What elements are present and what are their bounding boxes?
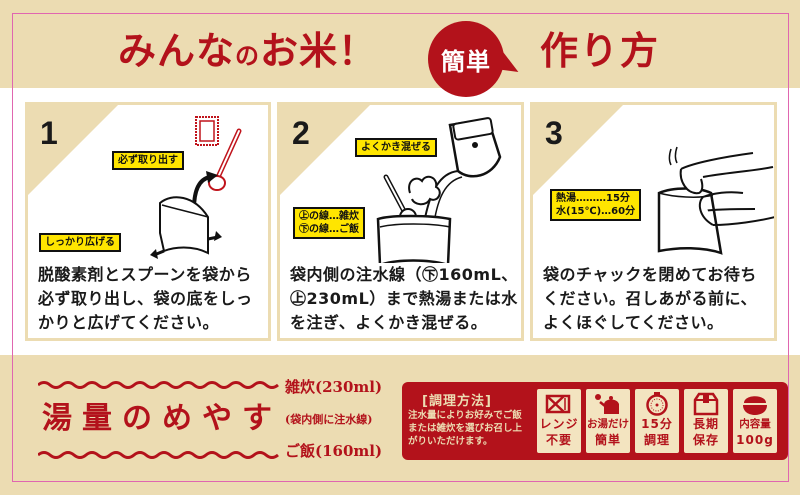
badge-line2: 不要 <box>545 433 572 447</box>
badge-content-weight: 内容量 100g <box>733 389 777 453</box>
badge-line1: レンジ <box>539 417 579 431</box>
step-card-3: 3 熱湯………15分 水(15℃)…60分 袋のチャックを閉めてお待ちください。… <box>530 102 777 341</box>
badge-line1: 内容量 <box>739 418 771 430</box>
label-spread: しっかり広げる <box>39 233 121 252</box>
porridge-amount: 雑炊(230ml) <box>285 378 383 396</box>
step-description: 脱酸素剤とスプーンを袋から必ず取り出し、袋の底をしっかりと広げてください。 <box>38 265 253 332</box>
step-description: 袋のチャックを閉めてお待ちください。召しあがる前に、よくほぐしてください。 <box>543 265 758 332</box>
water-line-note: (袋内側に注水線) <box>285 413 373 426</box>
pour-water-illustration <box>376 117 502 263</box>
label-lower-line: ㊦の線…ご飯 <box>299 224 359 235</box>
corner-triangle <box>28 105 118 195</box>
step-card-1: 1 必ず取り出す しっかり広げる 脱酸素剤とスプーンを袋から必ず取り出し、袋の底… <box>25 102 271 341</box>
badge-line1: 長期 <box>692 417 719 431</box>
wave-line-top <box>38 381 279 389</box>
badge-line1: お湯だけ <box>587 418 629 430</box>
cooking-method-panel: [調理方法] 注水量によりお好みでご飯または雑炊を選びお召し上がりいただけます。… <box>402 382 788 460</box>
badge-line2: 調理 <box>643 433 670 447</box>
badge-15min: 15分 調理 <box>635 389 679 453</box>
badge-line2: 保存 <box>692 433 719 447</box>
label-stir: よくかき混ぜる <box>355 138 437 157</box>
step-number: 1 <box>40 115 58 151</box>
label-upper-line: ㊤の線…雑炊 <box>299 211 359 222</box>
method-text: 注水量によりお好みでご飯または雑炊を選びお召し上がりいただけます。 <box>408 410 523 447</box>
badge-line2: 100g <box>736 433 774 447</box>
no-microwave-icon <box>545 394 571 414</box>
label-remove: 必ず取り出す <box>112 151 184 170</box>
seal-bag-illustration <box>657 146 774 255</box>
badge-line1: 15分 <box>641 417 673 431</box>
page-title-right: 作り方 <box>540 29 661 73</box>
badge-long-storage: 長期 保存 <box>684 389 728 453</box>
corner-triangle <box>533 105 623 195</box>
method-title: [調理方法] <box>422 394 492 409</box>
easy-bubble: 簡単 <box>428 21 504 97</box>
step-card-2: 2 よくかき混ぜる ㊤の線…雑炊 ㊦の線…ご飯 袋内側の注水線（㊦160mL、㊤… <box>277 102 524 341</box>
wave-line-bottom <box>38 451 279 459</box>
step-description: 袋内側の注水線（㊦160mL、㊤230mL）まで熱湯または水を注ぎ、よくかき混ぜ… <box>290 265 518 332</box>
water-guide-title: 湯量のめやす <box>42 401 282 436</box>
rice-amount: ご飯(160ml) <box>285 442 383 460</box>
label-water-lines: ㊤の線…雑炊 ㊦の線…ご飯 <box>293 207 365 239</box>
rice-bowl-icon <box>743 396 767 415</box>
header-band <box>0 0 800 88</box>
step-number: 2 <box>292 115 310 151</box>
label-cold-water-time: 水(15℃)…60分 <box>556 206 636 217</box>
label-hot-water-time: 熱湯………15分 <box>556 193 630 204</box>
timer-icon <box>646 392 668 416</box>
bag-spoon-illustration <box>150 116 242 259</box>
box-icon <box>693 392 719 416</box>
step-number: 3 <box>545 115 563 151</box>
label-wait-times: 熱湯………15分 水(15℃)…60分 <box>550 189 642 221</box>
page-title-left: みんなのお米！ <box>118 29 378 73</box>
bubble-text: 簡単 <box>441 47 491 76</box>
badge-no-microwave: レンジ 不要 <box>537 389 581 453</box>
kettle-icon <box>595 394 619 414</box>
badge-line2: 簡単 <box>594 433 621 447</box>
badge-hot-water-only: お湯だけ 簡単 <box>586 389 630 453</box>
